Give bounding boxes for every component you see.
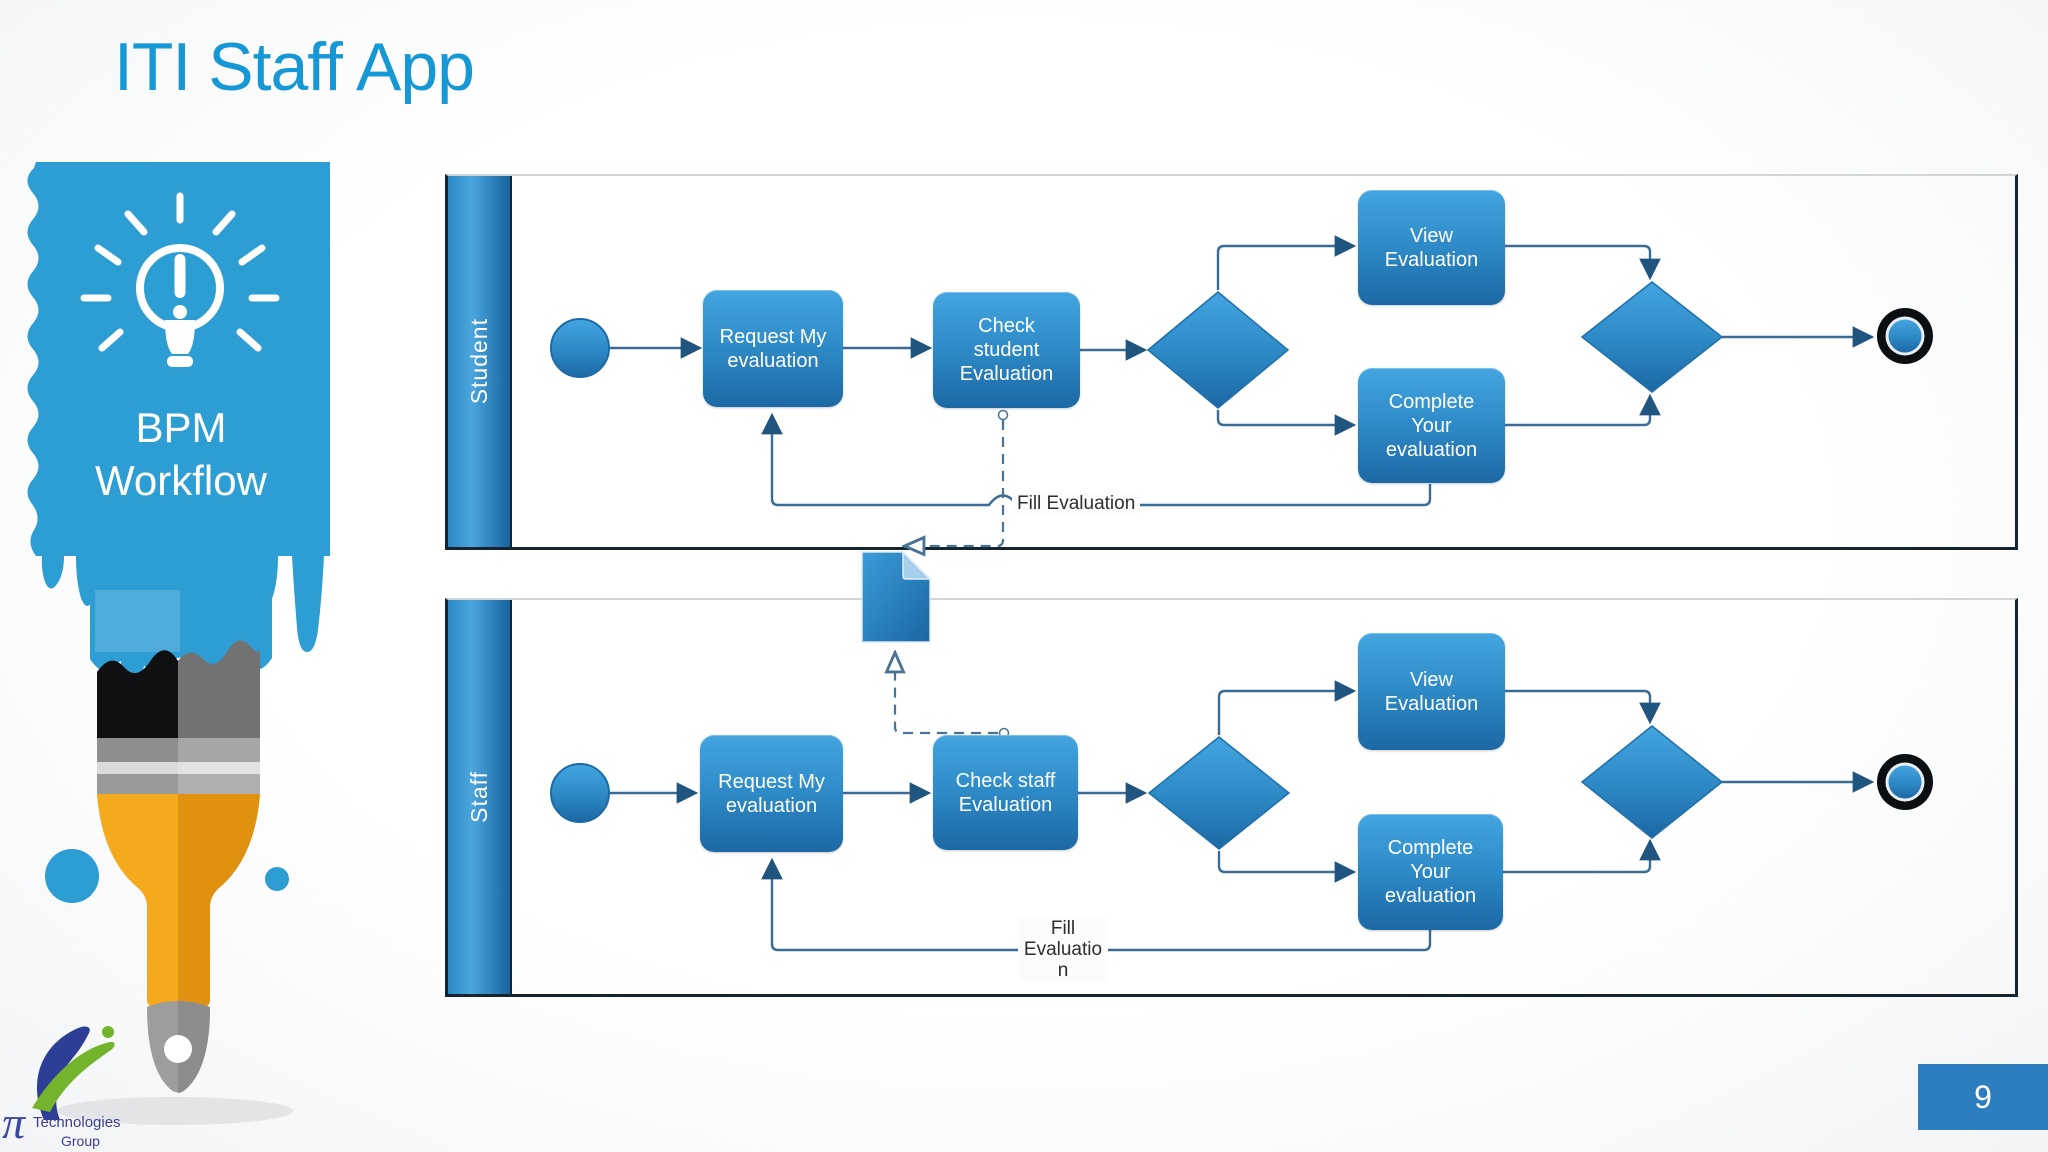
lightbulb-icon [80, 192, 280, 367]
start-event-student [550, 318, 610, 378]
task-check-student-evaluation: Check student Evaluation [933, 292, 1080, 408]
paint-dot-large [45, 849, 99, 903]
paint-dot-small [265, 867, 289, 891]
task-request-evaluation-student: Request My evaluation [703, 290, 843, 407]
student-flow-edges [609, 235, 1875, 546]
gateway-split-staff [1147, 736, 1291, 850]
logo-text-technologies: Technologies [33, 1114, 121, 1131]
document-artifact-icon [861, 550, 932, 643]
gateway-merge-staff [1580, 725, 1724, 839]
task-view-evaluation-staff: View Evaluation [1358, 633, 1505, 750]
gateway-split-student [1146, 291, 1290, 409]
pool-staff: Staff [445, 598, 2018, 997]
edge-label-fill-evaluation-staff: Fill Evaluatio n [1018, 917, 1108, 982]
paintbrush-art [27, 162, 330, 1125]
end-event-staff [1877, 754, 1933, 810]
brush-shadow [57, 1097, 293, 1125]
edge-label-fill-evaluation-student: Fill Evaluation [1012, 492, 1141, 516]
lane-band-staff: Staff [448, 600, 512, 994]
task-check-staff-evaluation: Check staff Evaluation [933, 735, 1078, 850]
leaf-logo-icon [32, 1026, 115, 1120]
end-event-student [1877, 308, 1933, 364]
logo-text-group: Group [61, 1133, 100, 1149]
sidebar-caption: BPM Workflow [95, 404, 267, 504]
page-number-badge: 9 [1918, 1064, 2048, 1130]
start-event-staff [550, 763, 610, 823]
lane-band-student: Student [448, 176, 512, 547]
pi-logo-icon: π [2, 1097, 26, 1148]
task-complete-evaluation-staff: Complete Your evaluation [1358, 814, 1503, 930]
paintbrush-icon [95, 590, 260, 1093]
pool-student: Student [445, 174, 2018, 550]
task-complete-evaluation-student: Complete Your evaluation [1358, 368, 1505, 483]
task-view-evaluation-student: View Evaluation [1358, 190, 1505, 305]
page-title: ITI Staff App [114, 29, 475, 105]
task-request-evaluation-staff: Request My evaluation [700, 735, 843, 852]
gateway-merge-student [1580, 281, 1724, 393]
